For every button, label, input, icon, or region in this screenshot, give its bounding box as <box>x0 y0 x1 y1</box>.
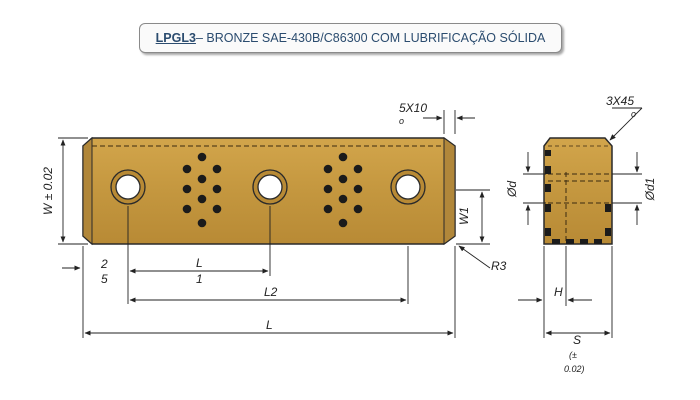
mounting-hole-1 <box>110 169 146 205</box>
label-d1: Ød1 <box>643 178 657 202</box>
dimension-l1 <box>127 206 271 304</box>
lubricant-dots-left <box>182 152 222 228</box>
side-lubricant-marks <box>545 150 611 244</box>
label-r3: R3 <box>491 259 507 273</box>
label-s-tol-2: 0.02) <box>564 364 585 374</box>
label-offset-num: 2 <box>100 257 108 271</box>
label-3x45-degree: o <box>631 109 636 119</box>
mounting-hole-3 <box>390 169 426 205</box>
mounting-hole-2 <box>252 169 288 205</box>
label-w: W ± 0.02 <box>41 167 55 215</box>
dimension-l <box>82 246 456 338</box>
dimension-h <box>518 246 592 306</box>
callout-5x10 <box>423 110 475 134</box>
label-3x45: 3X45 <box>606 94 634 108</box>
label-l: L <box>266 318 273 332</box>
callout-3x45 <box>609 107 643 141</box>
dimension-s <box>543 246 613 338</box>
label-h: H <box>554 285 563 299</box>
dimension-l2 <box>129 246 409 304</box>
title-box: LPGL3– BRONZE SAE-430B/C86300 COM LUBRIF… <box>139 23 562 53</box>
dimension-w <box>58 137 88 245</box>
label-s: S <box>573 333 581 347</box>
label-w1: W1 <box>457 207 471 225</box>
lubricant-dots-right <box>323 152 363 228</box>
part-code: LPGL3 <box>155 31 196 45</box>
side-view-plate <box>543 137 613 245</box>
label-s-tol-1: (± <box>569 350 577 360</box>
dimension-d1 <box>612 152 642 225</box>
part-description: – BRONZE SAE-430B/C86300 COM LUBRIFICAÇÃ… <box>195 31 546 45</box>
label-5x10: 5X10 <box>399 101 427 115</box>
label-offset-den: 5 <box>101 272 108 286</box>
label-d: Ød <box>505 181 519 198</box>
dimension-d <box>523 152 546 225</box>
callout-r3 <box>458 245 491 269</box>
label-l1-top: L <box>196 256 203 270</box>
dimension-w1 <box>456 189 490 245</box>
label-l1-bottom: 1 <box>196 272 203 286</box>
label-l2: L2 <box>264 285 278 299</box>
label-5x10-degree: o <box>399 116 404 126</box>
